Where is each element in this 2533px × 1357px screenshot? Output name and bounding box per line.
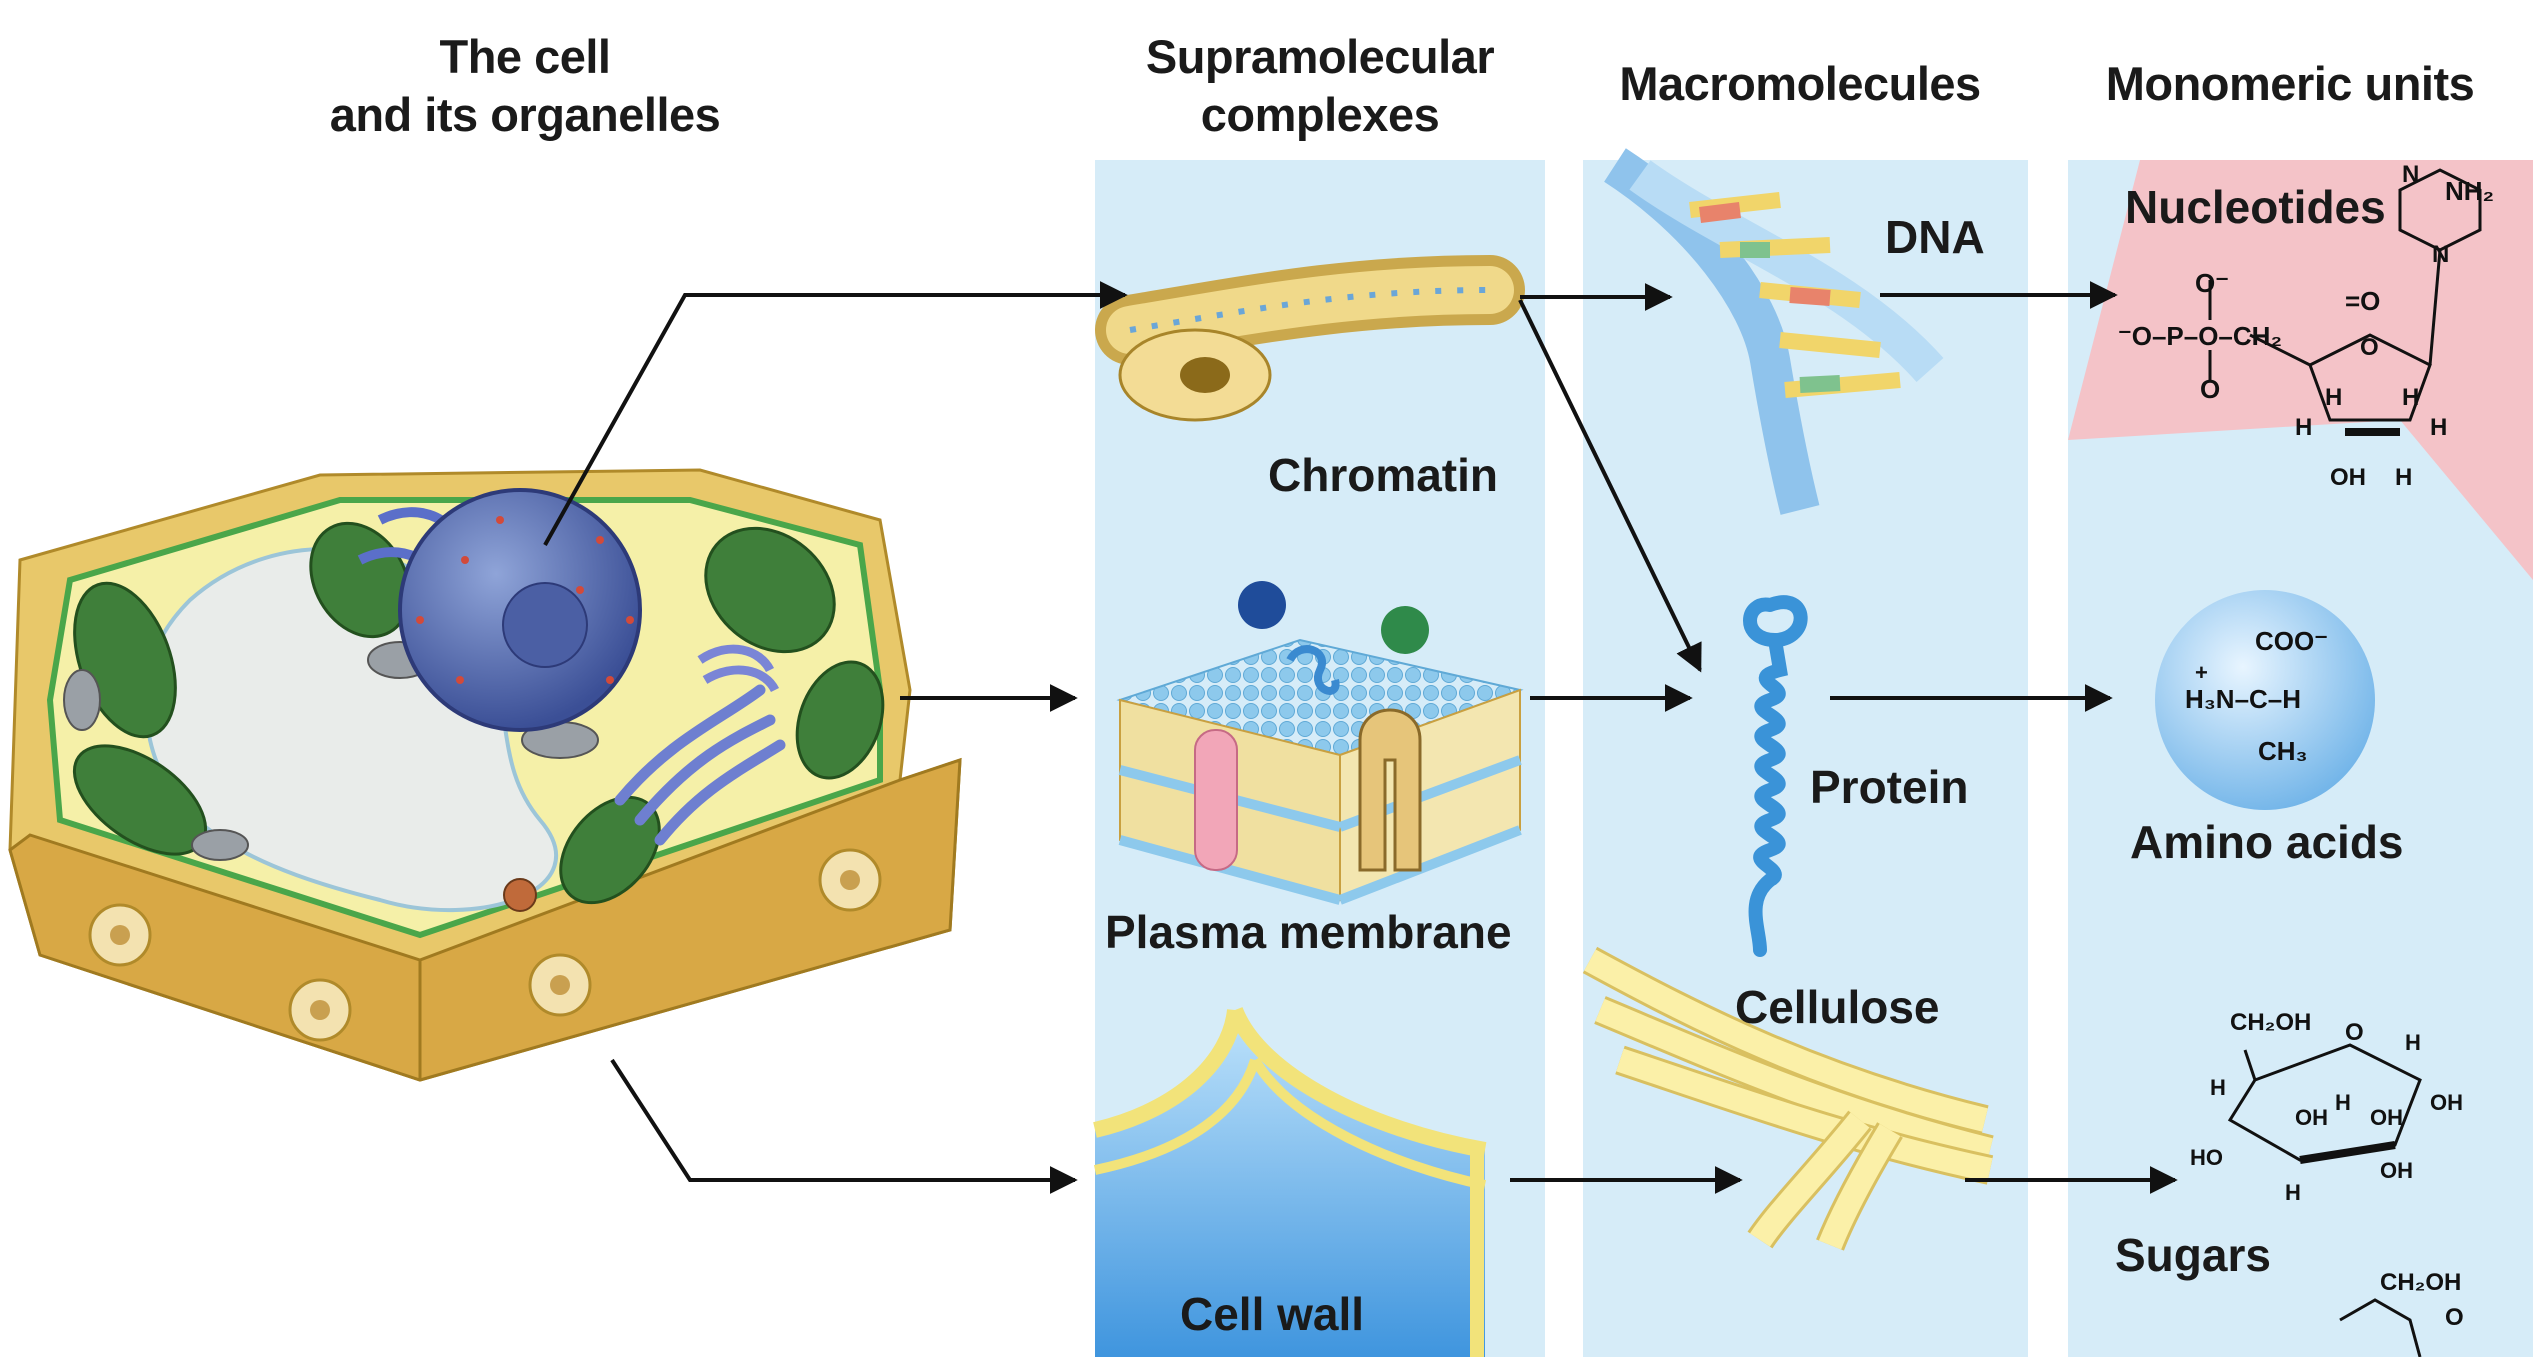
nucleotide-background — [2068, 160, 2533, 580]
chem-n-bottom: N — [2432, 241, 2449, 268]
chem-phosphate: ⁻O–P–O–CH₂ — [2118, 321, 2282, 351]
cellulose-illustration — [1582, 946, 1994, 1251]
chem-sugar-o-bottom: O — [2445, 1304, 2464, 1331]
chem-n-top: N — [2402, 161, 2419, 188]
chem-nh2: NH₂ — [2445, 176, 2494, 206]
arrow-chromatin-to-protein — [1518, 299, 1702, 673]
chem-coo: COO⁻ — [2255, 626, 2328, 656]
dna-illustration — [1604, 148, 1944, 515]
nucleotide-structure — [2208, 168, 2482, 436]
chem-sugar-h2: H — [2210, 1075, 2226, 1100]
chem-h3n: H₃N–C–H — [2185, 684, 2301, 714]
plasma-membrane-illustration — [1116, 581, 1524, 905]
chem-plus: + — [2195, 660, 2208, 685]
chem-sugar-oh1: OH — [2430, 1090, 2463, 1115]
label-dna: DNA — [1885, 211, 1985, 263]
arrow-nucleus-to-chromatin — [543, 281, 1128, 546]
chem-h-2: H — [2402, 384, 2419, 411]
chem-o-bottom: O — [2200, 374, 2220, 404]
chromatin-illustration — [1095, 255, 1525, 422]
arrow-wall-to-cellwall — [610, 1058, 1078, 1194]
column-title-cell: The cell and its organelles — [329, 30, 721, 141]
label-protein: Protein — [1810, 761, 1969, 813]
chem-sugar-oh4: OH — [2380, 1158, 2413, 1183]
label-plasma-membrane: Plasma membrane — [1105, 906, 1512, 958]
label-amino-acids: Amino acids — [2130, 816, 2404, 868]
column-title-supramolecular: Supramolecular complexes — [1145, 30, 1495, 141]
chem-sugar-ho: HO — [2190, 1145, 2223, 1170]
label-cell-wall: Cell wall — [1180, 1288, 1365, 1340]
chem-ch2oh-bottom: CH₂OH — [2380, 1269, 2461, 1296]
plant-cell-illustration — [8, 468, 962, 1082]
chem-oh-nuc: OH — [2330, 464, 2366, 491]
chem-sugar-h4: H — [2285, 1180, 2301, 1205]
chem-sugar-oh3: OH — [2370, 1105, 2403, 1130]
chem-o-minus-top: O⁻ — [2195, 268, 2229, 298]
label-sugars: Sugars — [2115, 1229, 2271, 1281]
chem-ch2oh-top: CH₂OH — [2230, 1009, 2311, 1036]
chem-h-1: H — [2325, 384, 2342, 411]
chem-h-5: H — [2395, 464, 2412, 491]
chem-ring-o: O — [2360, 334, 2379, 361]
label-cellulose: Cellulose — [1735, 981, 1940, 1033]
chem-carbonyl: =O — [2345, 286, 2380, 316]
column-title-macromolecules: Macromolecules — [1619, 57, 1981, 110]
chem-sugar-oh2: OH — [2295, 1105, 2328, 1130]
sugar-structure — [2227, 1043, 2422, 1357]
label-nucleotides: Nucleotides — [2125, 181, 2386, 233]
amino-acid-sphere — [2155, 590, 2375, 810]
chem-sugar-h3: H — [2335, 1090, 2351, 1115]
chem-sugar-o: O — [2345, 1019, 2364, 1046]
label-chromatin: Chromatin — [1268, 449, 1498, 501]
protein-illustration — [1743, 595, 1808, 957]
chem-ch3: CH₃ — [2258, 736, 2308, 766]
chem-h-3: H — [2295, 414, 2312, 441]
chem-sugar-h1: H — [2405, 1030, 2421, 1055]
cell-wall-illustration — [1093, 1006, 1487, 1357]
chem-h-4: H — [2430, 414, 2447, 441]
arrows — [543, 281, 2178, 1194]
column-title-monomeric: Monomeric units — [2105, 57, 2475, 110]
